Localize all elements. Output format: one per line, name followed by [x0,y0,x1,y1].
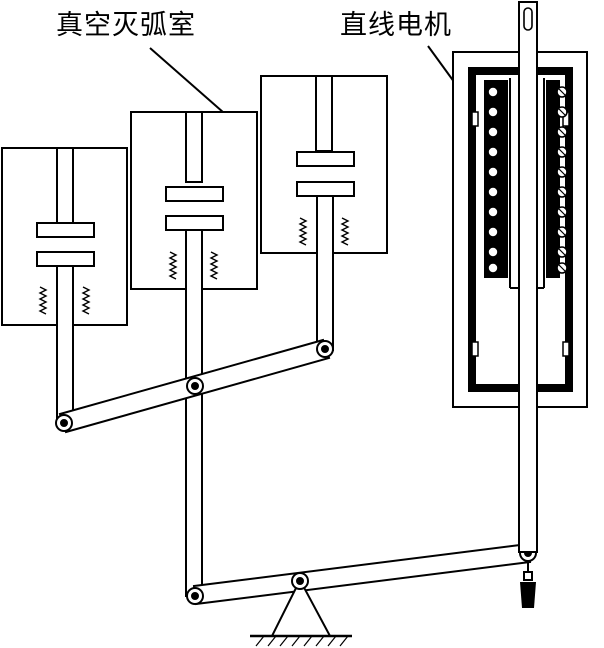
motor-shaft [518,1,538,608]
moving-rods [56,195,334,597]
label-linear-motor: 直线电机 [340,10,452,41]
fulcrum-support [250,572,352,647]
label-vacuum-chamber: 真空灭弧室 [56,10,196,41]
leader-vacuum-chamber [149,47,233,121]
balance-beam [186,542,537,606]
connecting-link [55,338,334,434]
